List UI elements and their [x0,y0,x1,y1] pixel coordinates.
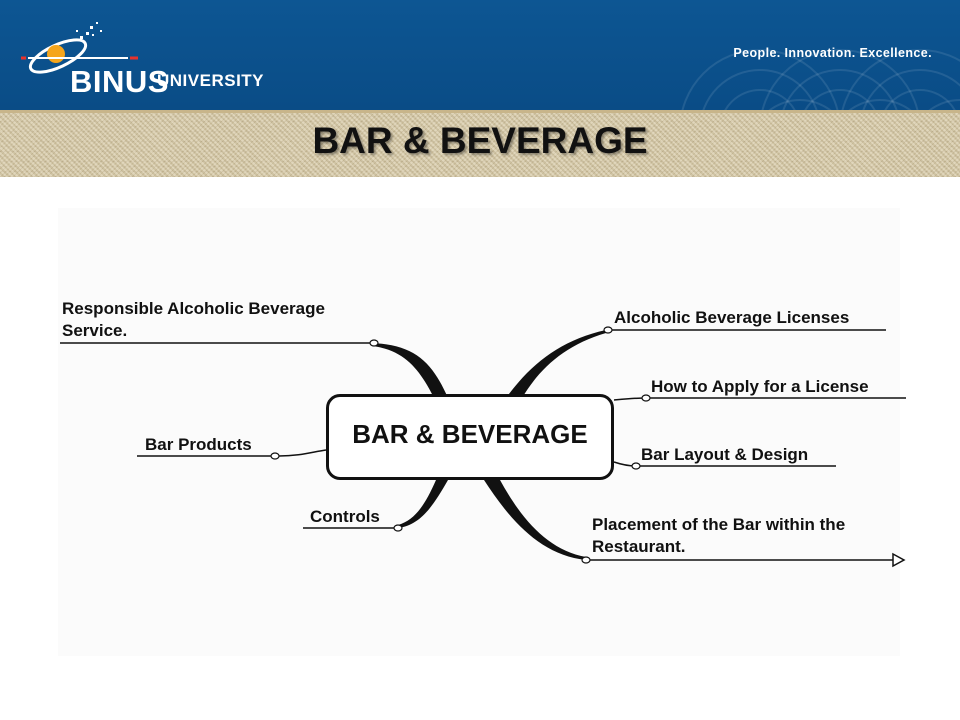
logo-binus-text: BINUS [70,64,169,99]
branch-connector-controls [398,480,448,528]
header-arc-pattern [681,49,960,110]
branch-label-licenses: Alcoholic Beverage Licenses [614,308,850,327]
branch-connector-how-to-apply [613,397,647,401]
branch-node-dot [393,524,403,532]
branch-label-bar-layout: Bar Layout & Design [641,445,809,464]
branch-node-dot [581,556,591,564]
binus-logo: BINUS UNIVERSITY [18,12,278,102]
branch-node-dot [603,326,613,334]
branch-label-responsible: Responsible Alcoholic Beverage Service. [62,298,325,342]
branch-node-dot [369,339,379,347]
title-band [0,110,960,177]
central-topic: BAR & BEVERAGE [326,394,614,480]
branch-connector-licenses [506,330,606,398]
branch-label-line: Restaurant. [592,537,686,556]
branch-node-dot [631,462,641,470]
logo-emblem-icon [21,22,138,74]
branch-label-how-to-apply: How to Apply for a License [651,377,869,396]
branch-label-controls: Controls [310,507,380,526]
branch-label-line: Responsible Alcoholic Beverage [62,299,325,318]
slide-title: BAR & BEVERAGE [312,120,648,161]
branch-node-dot [270,452,280,460]
branch-label-line: Placement of the Bar within the [592,515,846,534]
header-banner: BINUS UNIVERSITY People. Innovation. Exc… [0,0,960,110]
branch-connector-bar-products [278,449,327,457]
logo-university-text: UNIVERSITY [157,71,265,90]
branch-arrowhead-icon [892,552,906,568]
branch-label-bar-products: Bar Products [145,435,252,454]
branch-connector-placement [484,480,586,560]
central-topic-label: BAR & BEVERAGE [352,418,588,449]
branch-connector-responsible [372,343,448,398]
branch-node-dot [641,394,651,402]
branch-label-line: Service. [62,321,128,340]
branch-label-placement: Placement of the Bar within the Restaura… [592,514,845,558]
tagline: People. Innovation. Excellence. [733,46,932,60]
